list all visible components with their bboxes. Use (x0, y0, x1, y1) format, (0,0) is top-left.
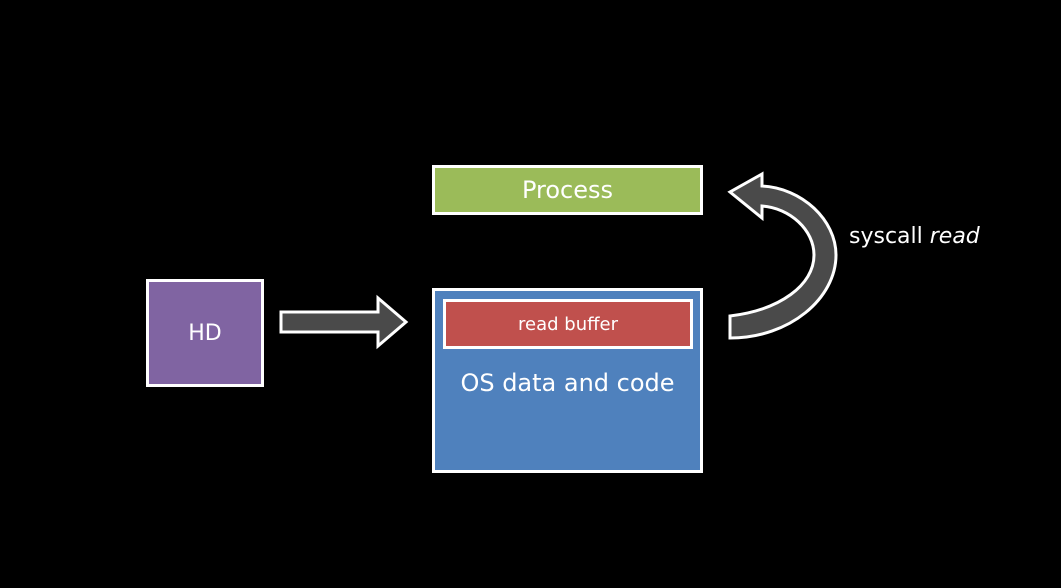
hd-label: HD (188, 320, 222, 346)
curved-arrow-icon (727, 171, 838, 340)
read-buffer-label: read buffer (518, 313, 618, 335)
process-box: Process (432, 165, 703, 215)
right-arrow-icon (279, 294, 409, 350)
syscall-read-label: syscall read (849, 224, 980, 249)
syscall-op-text: read (929, 224, 980, 249)
syscall-prefix-text: syscall (849, 224, 923, 249)
hd-box: HD (146, 279, 264, 387)
os-data-and-code-label: OS data and code (460, 369, 675, 397)
read-buffer-box: read buffer (443, 299, 693, 349)
process-label: Process (521, 176, 614, 204)
os-data-and-code-box: read buffer OS data and code (432, 288, 703, 473)
